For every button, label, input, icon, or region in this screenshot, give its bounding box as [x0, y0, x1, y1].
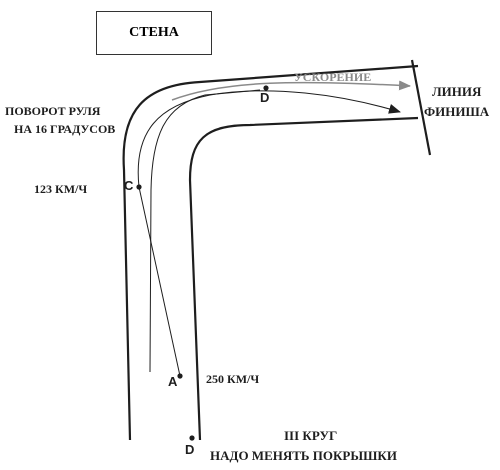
finish-label-line2: ФИНИША	[424, 104, 490, 119]
point-d-top-dot	[263, 85, 269, 91]
point-d-bottom-dot	[189, 435, 195, 441]
track-inner-edge	[188, 116, 419, 441]
acceleration-arrow	[171, 80, 411, 101]
point-label-d-top: D	[260, 90, 270, 105]
track-outer-edge	[122, 64, 419, 441]
point-label-d-bottom: D	[185, 442, 195, 457]
point-c-dot	[136, 184, 142, 190]
acceleration-label: УСКОРЕНИЕ	[294, 70, 372, 84]
tires-label: НАДО МЕНЯТЬ ПОКРЫШКИ	[210, 448, 397, 463]
point-a-dot	[177, 373, 183, 379]
racing-line-trajectory	[137, 90, 401, 377]
straight-approach-line	[149, 89, 261, 373]
lap-label: III КРУГ	[284, 428, 338, 443]
speed-label-a: 250 КМ/Ч	[206, 372, 260, 386]
finish-label-line1: ЛИНИЯ	[432, 84, 482, 99]
steering-label-line1: ПОВОРОТ РУЛЯ	[5, 104, 101, 118]
finish-line	[410, 59, 432, 156]
speed-label-c: 123 КМ/Ч	[34, 182, 88, 196]
steering-label-line2: НА 16 ГРАДУСОВ	[14, 122, 116, 136]
point-label-a: A	[168, 374, 178, 389]
wall-box: СТЕНА	[96, 11, 212, 55]
point-label-c: C	[124, 178, 134, 193]
